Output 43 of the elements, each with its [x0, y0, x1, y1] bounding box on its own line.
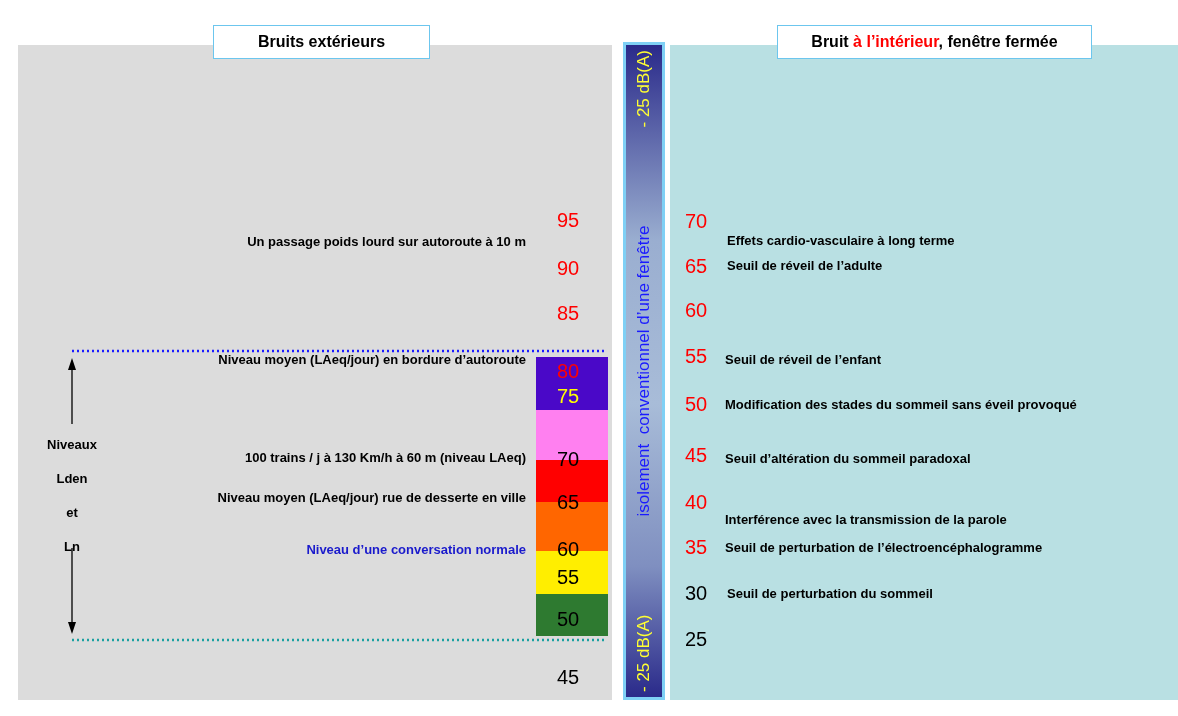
noise-source-text: Niveau d’une conversation normale [306, 542, 526, 558]
effect-text: Seuil d’altération du sommeil paradoxal [725, 451, 971, 467]
band-text: - 25 dB(A) [634, 614, 654, 692]
scale-value: 60 [557, 538, 580, 560]
scale-value: 80 [557, 360, 580, 382]
effect-text: Seuil de perturbation du sommeil [727, 586, 933, 602]
noise-source-text: Niveau moyen (LAeq/jour) en bordure d’autoroute [218, 352, 526, 368]
scale-value: 70 [557, 448, 580, 470]
scale-value: 50 [685, 393, 708, 415]
effect-text: Effets cardio-vasculaire à long terme [727, 233, 955, 249]
heading-text: à l’intérieur [853, 33, 939, 50]
panel-heading: Bruits extérieurs [213, 25, 430, 59]
scale-value: 40 [685, 491, 708, 513]
band-text: isolement conventionnel d’une fenêtre [634, 225, 654, 517]
effect-text: Seuil de réveil de l’adulte [727, 258, 883, 274]
scale-value: 45 [557, 666, 580, 688]
noise-source-text: Niveau moyen (LAeq/jour) rue de desserte en ville [217, 490, 526, 506]
scale-value: 35 [685, 536, 708, 558]
vertical-band [623, 42, 665, 700]
scale-value: 85 [557, 302, 580, 324]
noise-source-text: Un passage poids lourd sur autoroute à 10 m [247, 234, 526, 250]
effect-text: Modification des stades du sommeil sans éveil provoqué [725, 397, 1077, 413]
noise-source-text: 100 trains / j à 130 Km/h à 60 m (niveau LAeq) [244, 450, 526, 466]
scale-value: 45 [685, 444, 708, 466]
heading-text: Bruit [811, 33, 850, 50]
effect-text: Seuil de réveil de l’enfant [725, 352, 882, 368]
scale-value: 30 [685, 582, 708, 604]
scale-value: 95 [557, 209, 580, 231]
effect-text: Interférence avec la transmission de la parole [725, 512, 1007, 528]
scale-value: 90 [557, 257, 580, 279]
band-text: - 25 dB(A) [634, 50, 654, 128]
scale-value: 65 [557, 491, 580, 513]
scale-value: 70 [685, 210, 708, 232]
scale-value: 60 [685, 299, 708, 321]
heading-text: , fenêtre fermée [938, 33, 1058, 50]
scale-value: 50 [557, 608, 580, 630]
scale-value: 25 [685, 628, 708, 650]
scale-value: 75 [557, 385, 580, 407]
scale-value: 65 [685, 255, 708, 277]
scale-value: 55 [685, 345, 708, 367]
axis-label: Niveaux Lden et Ln [46, 436, 98, 556]
scale-value: 55 [557, 566, 580, 588]
effect-text: Seuil de perturbation de l’électroencéphalogramme [725, 540, 1043, 556]
